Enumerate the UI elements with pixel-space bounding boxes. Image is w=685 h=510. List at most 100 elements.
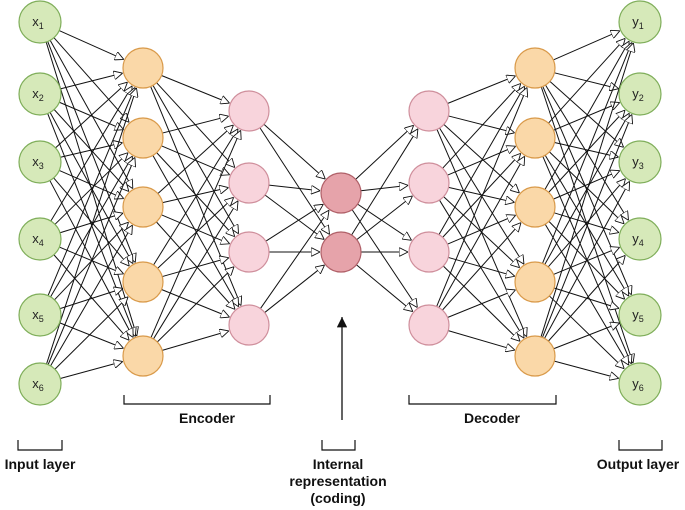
connection-arrow (155, 221, 235, 309)
connection-arrow (60, 362, 122, 379)
internal-representation-line1: Internal (313, 456, 364, 472)
output-neuron (618, 140, 662, 184)
decoder-neuron-l2 (514, 335, 556, 377)
connection-arrow (260, 210, 329, 309)
connection-arrow (356, 196, 413, 241)
decoder-neuron-l2 (514, 47, 556, 89)
connection-arrow (436, 129, 527, 336)
output-neuron (618, 72, 662, 116)
connection-arrow (50, 86, 132, 222)
connection-arrow (541, 114, 631, 338)
internal-representation-bracket (321, 440, 356, 451)
connection-arrow (549, 151, 624, 224)
output-neuron-label: y2 (632, 86, 644, 103)
encoder-bracket (123, 395, 271, 405)
connection-arrow (59, 322, 124, 348)
connection-arrow (53, 37, 129, 123)
connection-arrow (50, 225, 133, 367)
connection-arrow (162, 116, 228, 134)
input-neuron-label: x4 (32, 231, 44, 248)
internal-representation-line2: representation (289, 473, 386, 489)
connection-arrow (544, 181, 630, 339)
connection-arrow (544, 41, 629, 190)
connection-arrow (152, 155, 239, 306)
output-neuron-label: y3 (632, 154, 644, 171)
connection-arrow (448, 115, 514, 133)
connection-arrow (259, 127, 330, 235)
encoder-neuron-l2 (228, 90, 270, 132)
input-neuron-label: x1 (32, 14, 44, 31)
connection-arrow (60, 73, 122, 90)
connection-arrow (157, 125, 234, 194)
connection-arrow (161, 75, 230, 104)
decoder-neuron-l2 (514, 186, 556, 228)
connection-arrow (55, 82, 128, 149)
input-neuron-label: x5 (32, 307, 44, 324)
connection-arrow (438, 156, 525, 308)
input-neuron (18, 362, 62, 406)
connection-arrow (161, 214, 229, 244)
connection-arrow (554, 141, 618, 157)
connection-arrow (59, 169, 124, 198)
input-neuron-label: x3 (32, 154, 44, 171)
input-neuron-label: x6 (32, 376, 44, 393)
connection-arrow (542, 42, 631, 264)
output-layer-label: Output layer (597, 456, 680, 472)
connection-arrow (448, 330, 515, 350)
connection-arrow (442, 153, 521, 238)
output-layer-bracket (618, 440, 663, 451)
decoder-label: Decoder (464, 410, 521, 426)
connection-arrow (547, 179, 625, 268)
connection-arrow (49, 180, 133, 338)
connection-arrow (162, 188, 229, 204)
connection-arrow (549, 80, 624, 147)
encoder-neuron-l1 (122, 117, 164, 159)
input-layer-bracket (17, 440, 63, 451)
connection-arrow (156, 267, 234, 343)
encoder-neuron-l1 (122, 47, 164, 89)
encoder-neuron-l1 (122, 335, 164, 377)
connection-arrow (447, 76, 516, 104)
connection-arrow (548, 295, 624, 369)
input-neuron-label: x2 (32, 86, 44, 103)
connection-arrow (59, 213, 123, 234)
connection-arrow (553, 31, 620, 61)
connections (45, 31, 633, 379)
connection-arrow (351, 129, 418, 236)
connection-arrow (54, 297, 128, 370)
connection-arrow (162, 331, 229, 351)
connection-arrow (540, 43, 633, 338)
connection-arrow (53, 254, 129, 340)
connection-arrow (351, 209, 417, 308)
decoder-bracket (408, 395, 557, 405)
input-layer-label: Input layer (5, 456, 76, 472)
connection-arrow (157, 197, 234, 269)
decoder-neuron-l1 (408, 304, 450, 346)
decoder-neuron-l1 (408, 231, 450, 273)
connection-arrow (441, 223, 521, 311)
encoder-neuron-l2 (228, 231, 270, 273)
connection-arrow (360, 185, 408, 192)
decoder-neuron-l1 (408, 162, 450, 204)
connection-arrow (447, 290, 516, 318)
connection-arrow (59, 101, 123, 130)
connection-arrow (150, 130, 241, 338)
decoder-neuron-l1 (408, 90, 450, 132)
connection-arrow (265, 204, 323, 242)
input-neuron (18, 0, 62, 44)
connection-arrow (46, 88, 137, 365)
connection-arrow (153, 129, 238, 266)
connection-arrow (447, 215, 515, 245)
output-neuron-label: y6 (632, 376, 644, 393)
encoder-label: Encoder (179, 410, 236, 426)
connection-arrow (442, 83, 521, 169)
connection-arrow (553, 323, 620, 350)
encoder-neuron-l2 (228, 162, 270, 204)
output-neuron-label: y5 (632, 307, 644, 324)
connection-arrow (357, 203, 412, 240)
connection-arrow (161, 289, 230, 318)
connection-arrow (443, 124, 520, 192)
connection-arrow (60, 143, 122, 158)
internal-representation-line3: (coding) (310, 490, 365, 506)
